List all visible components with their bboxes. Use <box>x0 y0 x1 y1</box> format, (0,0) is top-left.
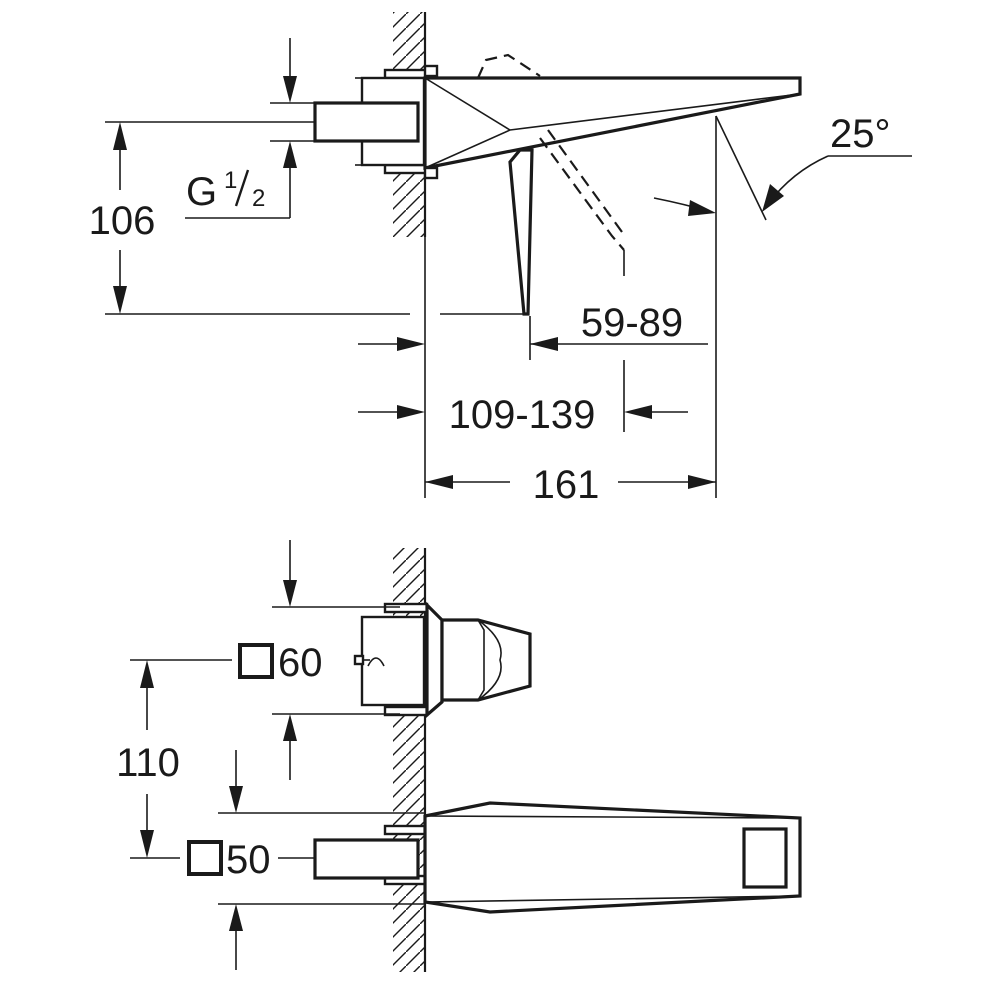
handle-alt-position <box>476 53 625 276</box>
fraction-slash <box>234 169 250 207</box>
spout-side <box>423 64 802 180</box>
dim-110: 110 <box>116 660 180 858</box>
square-symbol-50 <box>187 840 223 876</box>
side-view: 106 G 1 2 25° <box>89 12 912 507</box>
square-symbol-60 <box>238 643 274 679</box>
dim-thread-num: 1 <box>224 167 237 194</box>
connection-pipe <box>313 101 420 143</box>
dim-thread-main: G <box>186 170 217 214</box>
mixer-handle-plan <box>353 601 532 719</box>
dim-59-89: 59-89 <box>358 301 708 351</box>
dim-109-139: 109-139 <box>358 393 688 437</box>
dim-50: 50 <box>130 750 425 970</box>
dim-50-label: 50 <box>226 838 271 882</box>
dim-60-label: 60 <box>278 641 323 685</box>
dim-59-89-label: 59-89 <box>581 301 683 345</box>
dim-110-label: 110 <box>116 741 180 785</box>
dim-106-label: 106 <box>89 199 156 243</box>
dim-angle-label: 25° <box>830 112 891 156</box>
dim-thread: G 1 2 <box>185 38 315 219</box>
dim-161-label: 161 <box>533 463 600 507</box>
plan-view: 60 110 <box>116 540 802 972</box>
lever-handle-side <box>508 148 534 316</box>
dim-106: 106 <box>89 121 524 315</box>
spout-outlet <box>742 827 788 889</box>
dim-161: 161 <box>425 463 716 507</box>
dim-angle: 25° <box>653 112 912 221</box>
dim-109-139-label: 109-139 <box>449 393 596 437</box>
dim-60: 60 <box>130 540 400 780</box>
dim-thread-den: 2 <box>252 185 265 212</box>
spout-connection-plan <box>313 838 420 880</box>
spout-plan <box>313 801 802 914</box>
